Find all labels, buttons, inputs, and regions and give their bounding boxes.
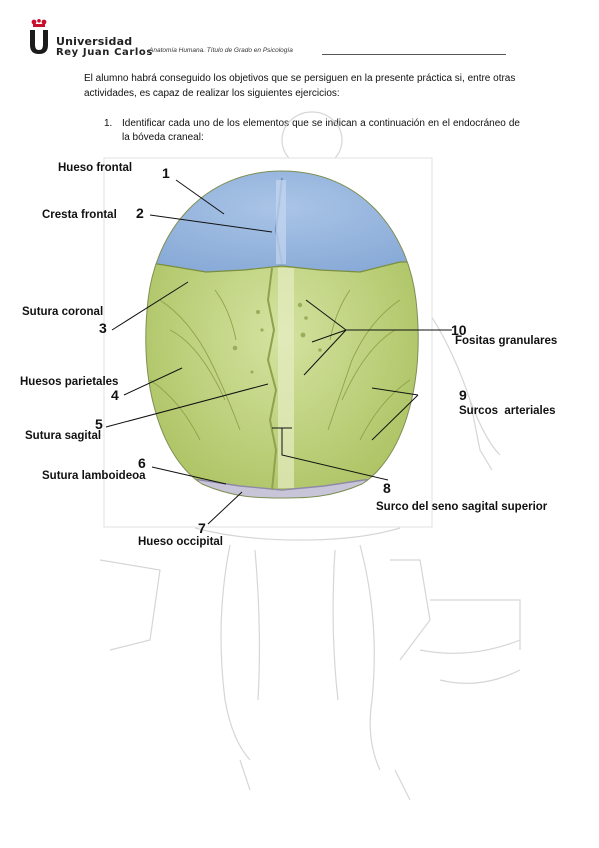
sagittal-suture-line [266,267,278,491]
leader-line-8 [281,428,389,481]
university-logo-icon [30,19,48,54]
label-number-7: 7 [198,520,206,536]
sagittal-sinus-groove [278,268,294,488]
label-number-10: 10 [451,322,467,338]
arterial-grooves [149,289,411,441]
label-fositas-granulares: Fositas granulares [455,335,558,347]
frontal-crest-ridge [276,180,286,264]
intro-paragraph: El alumno habrá conseguido los objetivos… [84,73,516,99]
leader-lines [105,179,452,525]
label-sutura-coronal: Sutura coronal [22,306,104,318]
label-number-8: 8 [383,480,391,496]
university-line1: Universidad [56,35,133,48]
label-number-5: 5 [95,416,103,432]
leader-line-10c [303,329,347,376]
label-surcos-arteriales: Surcos arteriales [459,405,556,417]
leader-line-7 [207,491,243,525]
label-number-2: 2 [136,205,144,221]
exercise-text: Identificar cada uno de los elementos qu… [122,118,520,143]
university-name: Universidad Rey Juan Carlos [56,36,153,58]
granular-foveolae [232,302,322,374]
label-number-9: 9 [459,387,467,403]
exercise-item: 1. Identificar cada uno de los elementos… [104,117,520,145]
coronal-suture-line [145,261,419,273]
label-surco-seno-sagital: Surco del seno sagital superior [376,501,548,513]
leader-line-3 [111,281,189,331]
label-sutura-sagital: Sutura sagital [25,430,102,442]
label-number-3: 3 [99,320,107,336]
label-hueso-occipital: Hueso occipital [138,536,223,548]
label-huesos-parietales: Huesos parietales [20,376,119,388]
skull-vault [145,171,419,498]
leader-line-10a [305,299,347,331]
lambdoid-suture-line [174,477,393,491]
label-cresta-frontal: Cresta frontal [42,209,117,221]
skull-outline [145,170,419,499]
label-hueso-frontal: Hueso frontal [58,162,133,174]
course-underline [322,54,506,55]
leader-line-2 [149,214,273,233]
leader-line-1 [175,179,225,215]
label-sutura-lamboideoa: Sutura lamboideoa [42,470,146,482]
leader-line-9a [371,387,419,396]
exercise-number: 1. [104,118,113,129]
leader-line-6 [151,466,227,485]
university-line2: Rey Juan Carlos [56,47,153,58]
leader-line-5 [105,383,269,428]
leader-line-9b [371,394,419,441]
label-number-1: 1 [162,165,170,181]
leader-line-4 [123,367,183,396]
leader-line-10b [311,329,347,343]
label-number-4: 4 [111,387,119,403]
course-title: Anatomía Humana. Título de Grado en Psic… [149,47,293,54]
label-number-6: 6 [138,455,146,471]
